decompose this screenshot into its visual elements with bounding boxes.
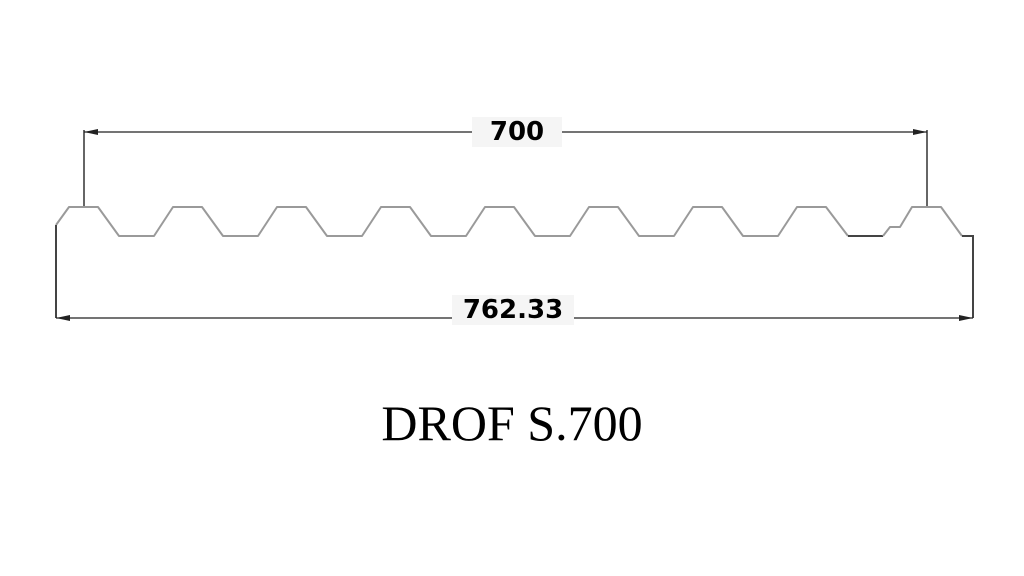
dimension-label-cover-width: 700 — [472, 117, 562, 147]
sheet-profile — [55, 206, 974, 318]
drawing-title: DROF S.700 — [381, 395, 643, 451]
dimension-label-overall-width: 762.33 — [452, 295, 574, 325]
